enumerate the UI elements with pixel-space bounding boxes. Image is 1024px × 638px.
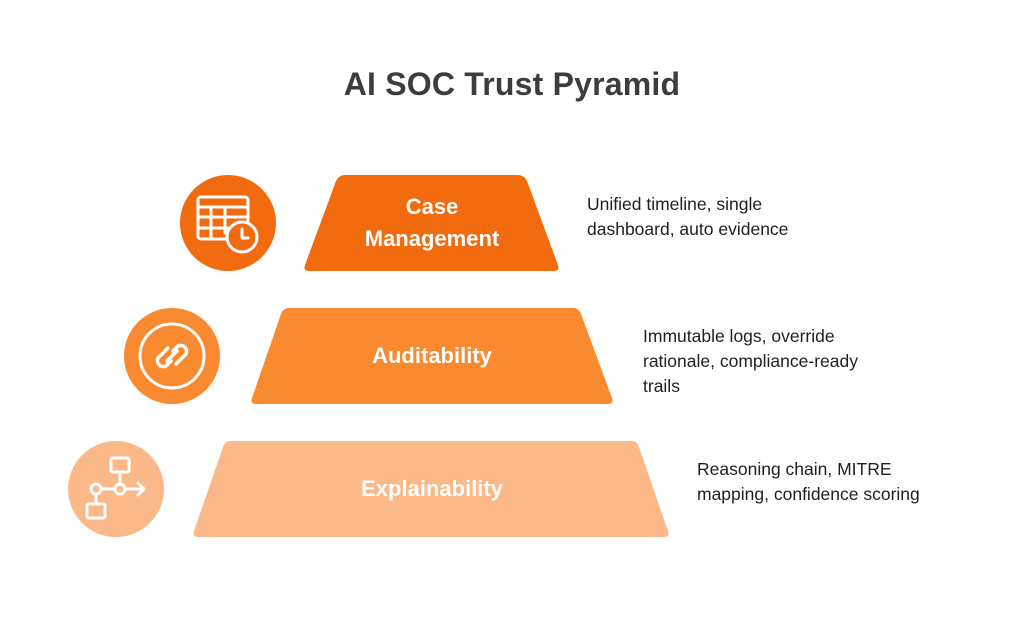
flowchart-icon	[68, 441, 164, 537]
tier-label-explainability: Explainability	[361, 476, 503, 501]
link-chain-icon	[124, 308, 220, 404]
diagram-title: AI SOC Trust Pyramid	[343, 66, 681, 102]
tier-description-explainability: Reasoning chain, MITRE mapping, confiden…	[697, 459, 920, 504]
tier-shape-explainability	[193, 441, 669, 537]
tier-label-case-management: Case Management	[364, 194, 500, 251]
tier-description-auditability: Immutable logs, override rationale, comp…	[643, 326, 858, 396]
tier-label-auditability: Auditability	[372, 343, 492, 368]
tier-shape-auditability	[251, 308, 613, 404]
tier-shape-case-management	[304, 175, 559, 271]
tier-description-case-management: Unified timeline, single dashboard, auto…	[587, 194, 789, 239]
calendar-clock-icon	[180, 175, 276, 271]
